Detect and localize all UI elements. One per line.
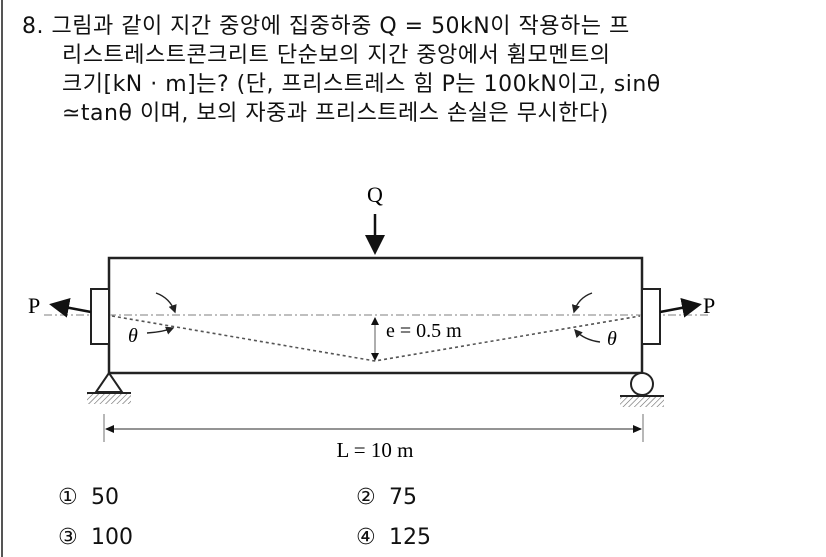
choice-2[interactable]: ② 75 [356,485,417,510]
page-left-border [1,0,3,557]
prestressed-beam-diagram: Q P P θ θ e = 0.5 m L = 10 m [28,182,715,462]
choice-3-number: ③ [58,525,78,550]
span-start-arrow-icon [105,425,114,433]
choice-2-number: ② [356,485,376,510]
left-prestress-label: P [28,293,40,318]
right-theta-upper-arrow-icon [571,292,593,314]
span-end-arrow-icon [633,425,642,433]
left-prestress-arrow-icon [49,297,92,318]
choice-4-number: ④ [356,525,376,550]
left-anchor-plate [90,288,110,345]
question-number: 8. [22,14,44,39]
choice-2-value: 75 [389,485,417,510]
choice-1-value: 50 [91,485,119,510]
question-line-3: 크기[kN · m]는? (단, 프리스트레스 힘 P는 100kN이고, si… [62,72,661,97]
left-theta-lower-arrow-icon [146,326,175,335]
question-line-4: ≃tanθ 이며, 보의 자중과 프리스트레스 손실은 무시한다) [62,101,609,126]
choice-4[interactable]: ④ 125 [356,525,431,550]
eccentricity-label: e = 0.5 m [386,320,462,342]
left-theta-label: θ [128,325,138,347]
right-prestress-arrow-icon [659,297,702,318]
right-theta-label: θ [607,328,617,350]
right-prestress-label: P [703,293,715,318]
choice-1-number: ① [58,485,78,510]
pin-support-icon [87,371,131,404]
question-line-1: 8. 그림과 같이 지간 중앙에 집중하중 Q = 50kN이 작용하는 프 [22,12,812,41]
choice-3-value: 100 [91,525,133,550]
roller-support-icon [620,372,664,407]
eccentricity-up-arrow-icon [371,317,379,325]
eccentricity-down-arrow-icon [371,353,379,361]
question-text-1: 그림과 같이 지간 중앙에 집중하중 Q = 50kN이 작용하는 프 [51,14,630,39]
span-label: L = 10 m [337,438,414,462]
question-block: 8. 그림과 같이 지간 중앙에 집중하중 Q = 50kN이 작용하는 프 리… [22,12,812,128]
choice-1[interactable]: ① 50 [58,485,119,510]
load-q-label: Q [367,182,383,207]
left-theta-upper-arrow-icon [155,292,177,314]
right-anchor-plate [641,288,661,345]
choice-4-value: 125 [389,525,431,550]
question-line-2: 리스트레스트콘크리트 단순보의 지간 중앙에서 휨모멘트의 [62,43,611,68]
load-q-group: Q [365,182,385,255]
choice-3[interactable]: ③ 100 [58,525,133,550]
right-theta-lower-arrow-icon [574,328,601,343]
